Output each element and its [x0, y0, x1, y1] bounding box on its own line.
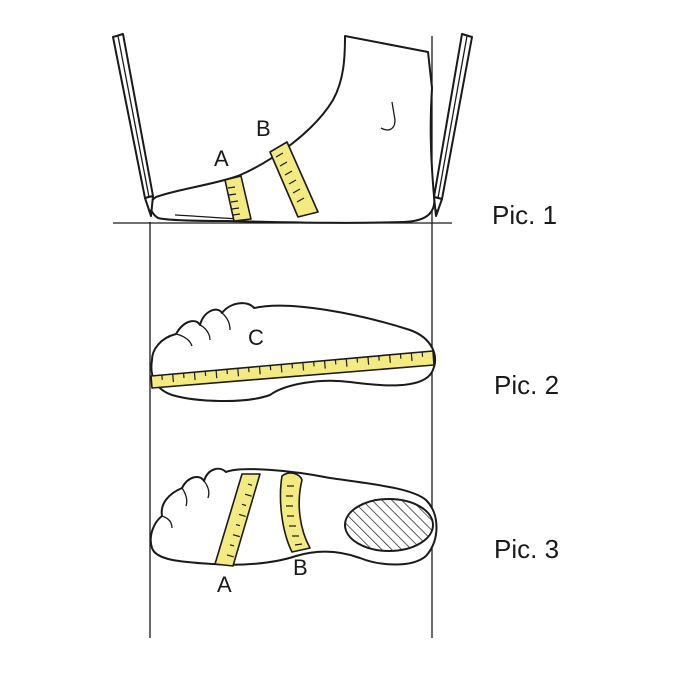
tape-tick	[172, 374, 174, 383]
toe-line	[181, 487, 188, 507]
foot-length-view: C	[150, 302, 437, 403]
tape-tick	[229, 544, 235, 547]
label-a-side: A	[214, 146, 229, 171]
foot-icon	[150, 302, 437, 403]
label-a-sole: A	[217, 572, 232, 597]
tape-tick	[258, 366, 261, 375]
toe-line	[175, 333, 193, 347]
tape-tick	[237, 368, 240, 377]
tape-tick	[215, 370, 218, 379]
tape-tick	[323, 360, 326, 369]
label-c: C	[248, 325, 264, 350]
caption-pic-2: Pic. 2	[494, 370, 559, 400]
tape-tick	[244, 493, 252, 497]
pencil-icon	[112, 33, 154, 217]
label-b-sole: B	[293, 555, 308, 580]
label-b-side: B	[256, 116, 271, 141]
tape-tick	[302, 362, 305, 371]
tape-tick	[238, 513, 246, 517]
tape-tick	[235, 523, 241, 527]
toe-line	[203, 480, 210, 499]
tape-tick	[389, 354, 391, 363]
measuring-tape-icon	[269, 141, 319, 218]
tape-tick	[241, 503, 247, 507]
tape-tick	[280, 364, 283, 373]
foot-side-view: A B	[149, 35, 436, 224]
tape-tick	[345, 358, 348, 367]
tape-tick	[232, 534, 240, 538]
toe-line	[221, 312, 231, 331]
measuring-tape-icon	[279, 472, 311, 553]
pencil-icon	[433, 33, 473, 217]
tape-tick	[247, 483, 253, 486]
tape-tick	[193, 372, 196, 381]
ankle-bone	[380, 101, 396, 131]
measuring-tape-icon	[214, 473, 261, 567]
caption-pic-1: Pic. 1	[492, 200, 557, 230]
measuring-tape-icon	[224, 175, 252, 222]
caption-pic-3: Pic. 3	[494, 534, 559, 564]
heel-hatched-area	[344, 498, 434, 552]
tape-tick	[367, 356, 370, 365]
toe-line	[199, 324, 211, 341]
foot-sole-view: A B	[149, 467, 438, 597]
tape-tick	[226, 554, 234, 558]
toe-line	[161, 515, 173, 529]
tape-tick	[410, 352, 413, 361]
measuring-tape-icon	[150, 350, 435, 389]
